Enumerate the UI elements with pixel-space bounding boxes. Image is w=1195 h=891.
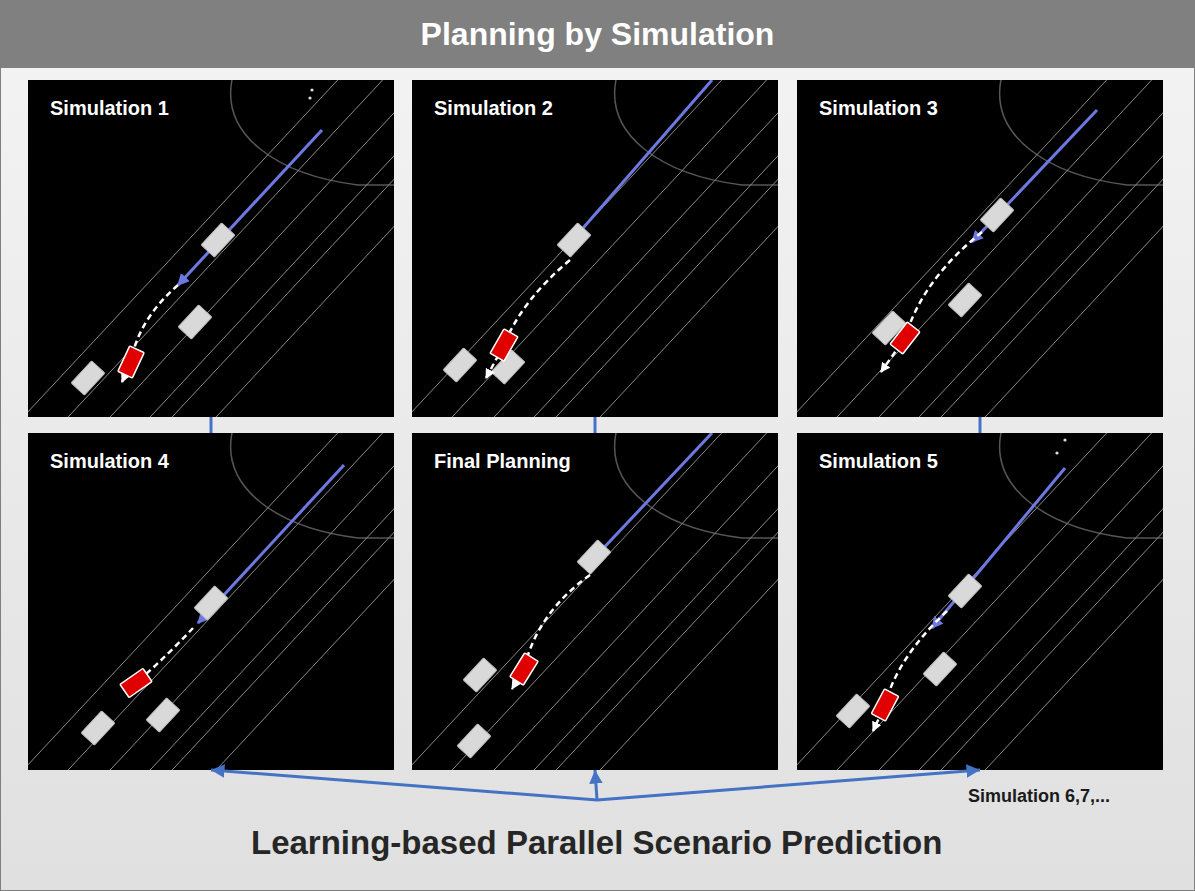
- route-line: [972, 110, 1097, 242]
- scene: [412, 80, 778, 417]
- title-band: [0, 0, 1195, 68]
- ego-vehicle: [890, 322, 920, 354]
- scene: [412, 433, 778, 770]
- ego-vehicle: [510, 653, 538, 685]
- title: Planning by Simulation: [0, 0, 1195, 68]
- scene: [797, 433, 1163, 770]
- scene: [28, 433, 394, 770]
- simulation-panel: Simulation 2: [412, 80, 778, 417]
- planned-path: [881, 232, 982, 372]
- vehicle: [948, 283, 982, 317]
- dot: [1055, 451, 1058, 454]
- vehicle: [948, 574, 982, 608]
- ego-vehicle: [120, 668, 152, 697]
- vehicle: [980, 198, 1014, 232]
- simulation-panel: Simulation 4: [28, 433, 394, 770]
- link-line: [210, 417, 213, 433]
- simulation-panel: Simulation 1: [28, 80, 394, 417]
- route-line: [577, 80, 712, 235]
- ego-vehicle: [490, 329, 518, 361]
- dot: [308, 96, 311, 99]
- note-label: Simulation 6,7,...: [968, 786, 1110, 807]
- route-line: [178, 130, 322, 285]
- road: [412, 80, 778, 417]
- ego-vehicle: [118, 346, 144, 378]
- vehicle: [178, 305, 212, 339]
- prediction-module: Learning-based Parallel Scenario Predict…: [241, 800, 953, 866]
- link-line: [594, 417, 597, 433]
- road: [28, 80, 394, 417]
- prediction-arrow: [597, 770, 980, 800]
- prediction-arrow: [595, 770, 597, 800]
- vehicle: [146, 698, 180, 732]
- vehicle: [71, 361, 105, 395]
- prediction-arrow: [211, 770, 597, 800]
- scene: [28, 80, 394, 417]
- panel-label: Simulation 5: [819, 450, 938, 473]
- panel-label: Simulation 2: [434, 97, 553, 120]
- vehicle: [923, 652, 957, 686]
- simulation-panel: Simulation 3: [797, 80, 1163, 417]
- vehicle: [577, 540, 611, 574]
- simulation-panel: Simulation 5: [797, 433, 1163, 770]
- vehicle: [836, 694, 870, 728]
- scene: [797, 80, 1163, 417]
- planned-path: [486, 260, 570, 378]
- module-label: Learning-based Parallel Scenario Predict…: [251, 824, 943, 862]
- panel-label: Simulation 4: [50, 450, 169, 473]
- vehicle: [194, 586, 228, 620]
- panel-label: Simulation 3: [819, 97, 938, 120]
- dot: [1063, 438, 1066, 441]
- simulation-panel: Final Planning: [412, 433, 778, 770]
- link-line: [979, 417, 982, 433]
- vehicle: [201, 223, 235, 257]
- panel-label: Simulation 1: [50, 97, 169, 120]
- vehicle: [457, 724, 491, 758]
- vehicle: [81, 711, 115, 745]
- road: [412, 433, 778, 770]
- panel-label: Final Planning: [434, 450, 571, 473]
- road: [797, 433, 1163, 770]
- road: [28, 433, 394, 770]
- vehicle: [443, 348, 477, 382]
- road: [797, 80, 1163, 417]
- vehicle: [463, 658, 497, 692]
- dot: [310, 88, 313, 91]
- route-line: [597, 433, 712, 555]
- route-line: [932, 468, 1065, 628]
- vehicle: [557, 223, 591, 257]
- ego-vehicle: [871, 689, 898, 721]
